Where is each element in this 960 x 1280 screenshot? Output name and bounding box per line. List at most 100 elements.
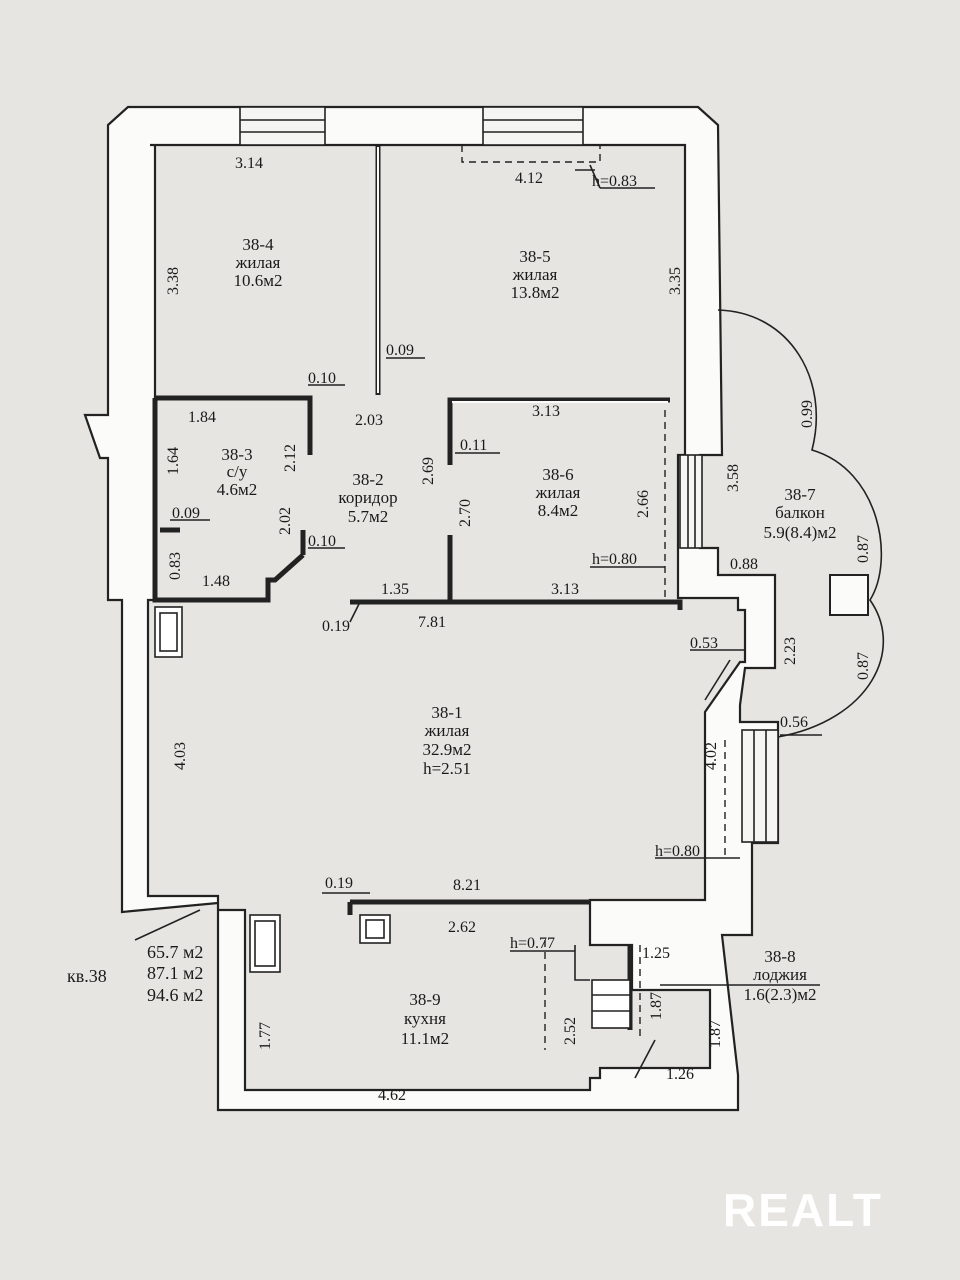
room-area: 8.4м2 <box>538 501 579 520</box>
dim-label: 4.03 <box>172 742 189 770</box>
dim-label: 0.19 <box>325 875 353 892</box>
dim-label: 0.56 <box>780 714 808 731</box>
apartment-label: кв.38 <box>67 966 107 986</box>
room-id: 38-5 <box>519 247 550 266</box>
dim-label: 0.10 <box>308 370 336 387</box>
dim-label: 8.21 <box>453 877 481 894</box>
dim-label: 1.26 <box>666 1066 694 1083</box>
room-38-8: 38-8 лоджия 1.6(2.3)м2 <box>743 947 816 1004</box>
dim-label: 2.62 <box>448 919 476 936</box>
dim-label: h=0.77 <box>510 935 555 952</box>
dim-label: h=0.80 <box>655 843 700 860</box>
room-38-2: 38-2 коридор 5.7м2 <box>338 470 397 526</box>
dim-label: 4.62 <box>378 1087 406 1104</box>
dim-label: 1.84 <box>188 409 216 426</box>
dim-label: 0.87 <box>855 652 872 680</box>
area-total-1: 65.7 м2 <box>147 942 203 962</box>
interior-wall-outline <box>377 147 668 403</box>
room-id: 38-4 <box>242 235 274 254</box>
dim-label: 3.13 <box>551 581 579 598</box>
dim-label: 0.09 <box>172 505 200 522</box>
room-area: 11.1м2 <box>401 1029 449 1048</box>
room-id: 38-6 <box>542 465 573 484</box>
dim-label: 0.09 <box>386 342 414 359</box>
room-type: кухня <box>404 1009 446 1028</box>
dim-label: 1.35 <box>381 581 409 598</box>
room-38-9: 38-9 кухня 11.1м2 <box>401 990 449 1048</box>
dim-label: 0.10 <box>308 533 336 550</box>
room-area: 5.9(8.4)м2 <box>763 523 836 542</box>
room-type: жилая <box>424 721 470 740</box>
room-area: 4.6м2 <box>217 480 258 499</box>
dim-label: 1.64 <box>165 447 182 475</box>
room-38-7: 38-7 балкон 5.9(8.4)м2 <box>763 485 836 542</box>
dim-label: 0.99 <box>799 400 816 428</box>
area-total-2: 87.1 м2 <box>147 963 203 983</box>
room-id: 38-2 <box>352 470 383 489</box>
room-38-5: 38-5 жилая 13.8м2 <box>510 247 559 302</box>
room-height: h=2.51 <box>423 759 471 778</box>
leader-lines <box>170 164 822 952</box>
room-id: 38-9 <box>409 990 440 1009</box>
dim-label: 2.69 <box>420 457 437 485</box>
dim-label: 3.14 <box>235 155 263 172</box>
dimension-labels-vertical: 3.38 3.35 0.99 1.64 2.12 2.69 2.70 2.66 … <box>165 267 872 1050</box>
dim-label: h=0.83 <box>592 173 637 190</box>
dim-label: 2.02 <box>277 507 294 535</box>
room-type: жилая <box>512 265 558 284</box>
dim-label: 4.12 <box>515 170 543 187</box>
fixtures <box>134 169 820 1079</box>
room-38-3: 38-3 с/у 4.6м2 <box>217 445 258 499</box>
dim-label: 2.70 <box>457 499 474 527</box>
dashed-lines <box>461 145 726 1050</box>
room-id: 38-3 <box>221 445 252 464</box>
dimension-labels: 3.14 4.12 h=0.83 0.09 0.10 1.84 2.03 3.1… <box>172 155 808 1104</box>
balcony-post <box>829 574 869 616</box>
realt-watermark: REALT <box>723 1184 883 1236</box>
dim-label: 0.83 <box>167 552 184 580</box>
dim-label: 2.66 <box>635 490 652 518</box>
dim-label: 7.81 <box>418 614 446 631</box>
dim-label: 1.87 <box>648 992 665 1020</box>
balcony-outline <box>717 309 885 738</box>
windows <box>239 106 779 843</box>
dim-label: 0.11 <box>460 437 487 454</box>
dim-label: 2.03 <box>355 412 383 429</box>
room-area: 10.6м2 <box>233 271 282 290</box>
room-area: 5.7м2 <box>348 507 389 526</box>
dim-label: 3.13 <box>532 403 560 420</box>
room-area: 13.8м2 <box>510 283 559 302</box>
room-id: 38-1 <box>431 703 462 722</box>
room-area: 32.9м2 <box>422 740 471 759</box>
dim-label: 2.23 <box>782 637 799 665</box>
room-id: 38-7 <box>784 485 816 504</box>
dim-label: 3.35 <box>667 267 684 295</box>
dim-label: 0.19 <box>322 618 350 635</box>
room-type: лоджия <box>753 965 807 984</box>
room-type: жилая <box>535 483 581 502</box>
dim-label: 1.25 <box>642 945 670 962</box>
room-38-6: 38-6 жилая 8.4м2 <box>535 465 581 520</box>
room-id: 38-8 <box>764 947 795 966</box>
dim-label: 4.02 <box>703 742 720 770</box>
room-38-1: 38-1 жилая 32.9м2 h=2.51 <box>422 703 471 778</box>
room-type: с/у <box>227 462 248 481</box>
dim-label: 0.87 <box>855 535 872 563</box>
dim-label: 0.53 <box>690 635 718 652</box>
room-type: коридор <box>338 488 397 507</box>
room-38-4: 38-4 жилая 10.6м2 <box>233 235 282 290</box>
dim-label: 2.52 <box>562 1017 579 1045</box>
dim-label: 3.58 <box>725 464 742 492</box>
dim-label: 1.77 <box>257 1022 274 1050</box>
dim-label: 1.48 <box>202 573 230 590</box>
dim-label: 0.88 <box>730 556 758 573</box>
dim-label: 1.87 <box>707 1020 724 1048</box>
dim-label: 2.12 <box>282 444 299 472</box>
dim-label: h=0.80 <box>592 551 637 568</box>
apartment-summary: кв.38 65.7 м2 87.1 м2 94.6 м2 <box>67 942 203 1005</box>
dim-label: 3.38 <box>165 267 182 295</box>
room-type: жилая <box>235 253 281 272</box>
room-area: 1.6(2.3)м2 <box>743 985 816 1004</box>
area-total-3: 94.6 м2 <box>147 985 203 1005</box>
